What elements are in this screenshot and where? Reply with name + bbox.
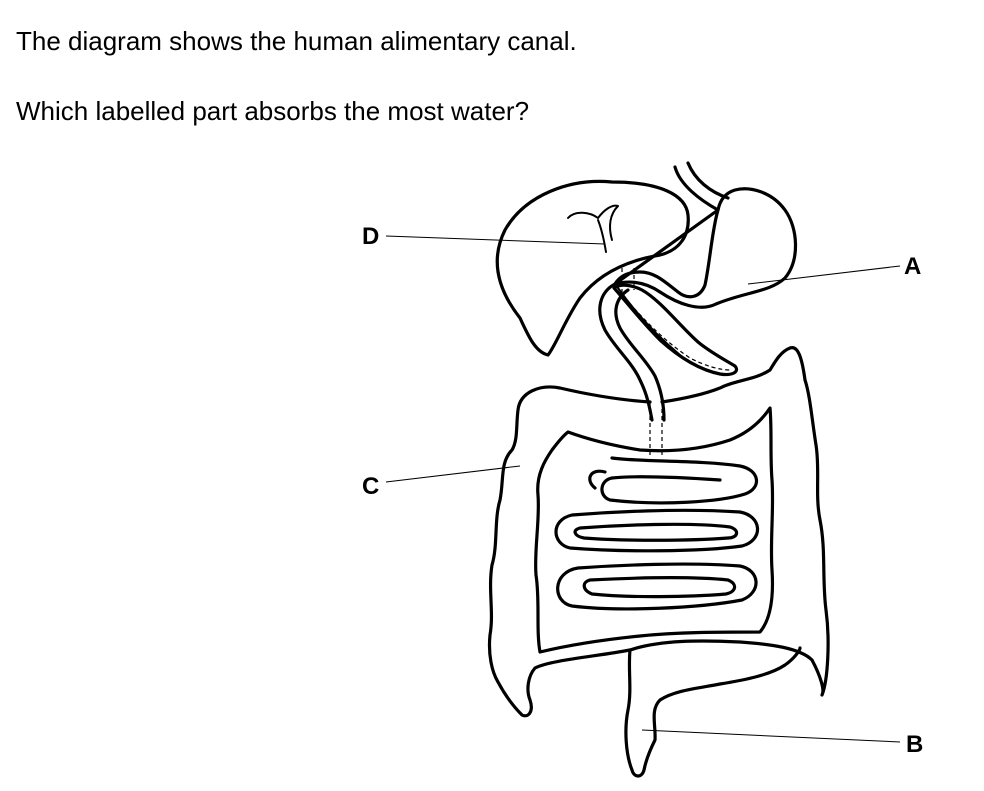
label-b: B	[906, 731, 923, 758]
question-prompt: Which labelled part absorbs the most wat…	[16, 96, 530, 126]
stomach	[613, 187, 798, 309]
pancreas	[612, 283, 739, 377]
large-intestine	[487, 346, 830, 718]
leader-line-d	[385, 235, 606, 245]
leader-line-a	[747, 265, 901, 285]
label-c: C	[362, 473, 379, 500]
leader-line-c	[385, 465, 521, 483]
rectum	[624, 646, 802, 778]
gall-bladder	[567, 204, 619, 253]
leader-line-b	[641, 729, 901, 743]
small-intestine	[554, 456, 760, 611]
label-a: A	[904, 253, 921, 280]
question-intro: The diagram shows the human alimentary c…	[16, 26, 577, 56]
liver	[495, 179, 690, 357]
label-d: D	[362, 223, 379, 250]
